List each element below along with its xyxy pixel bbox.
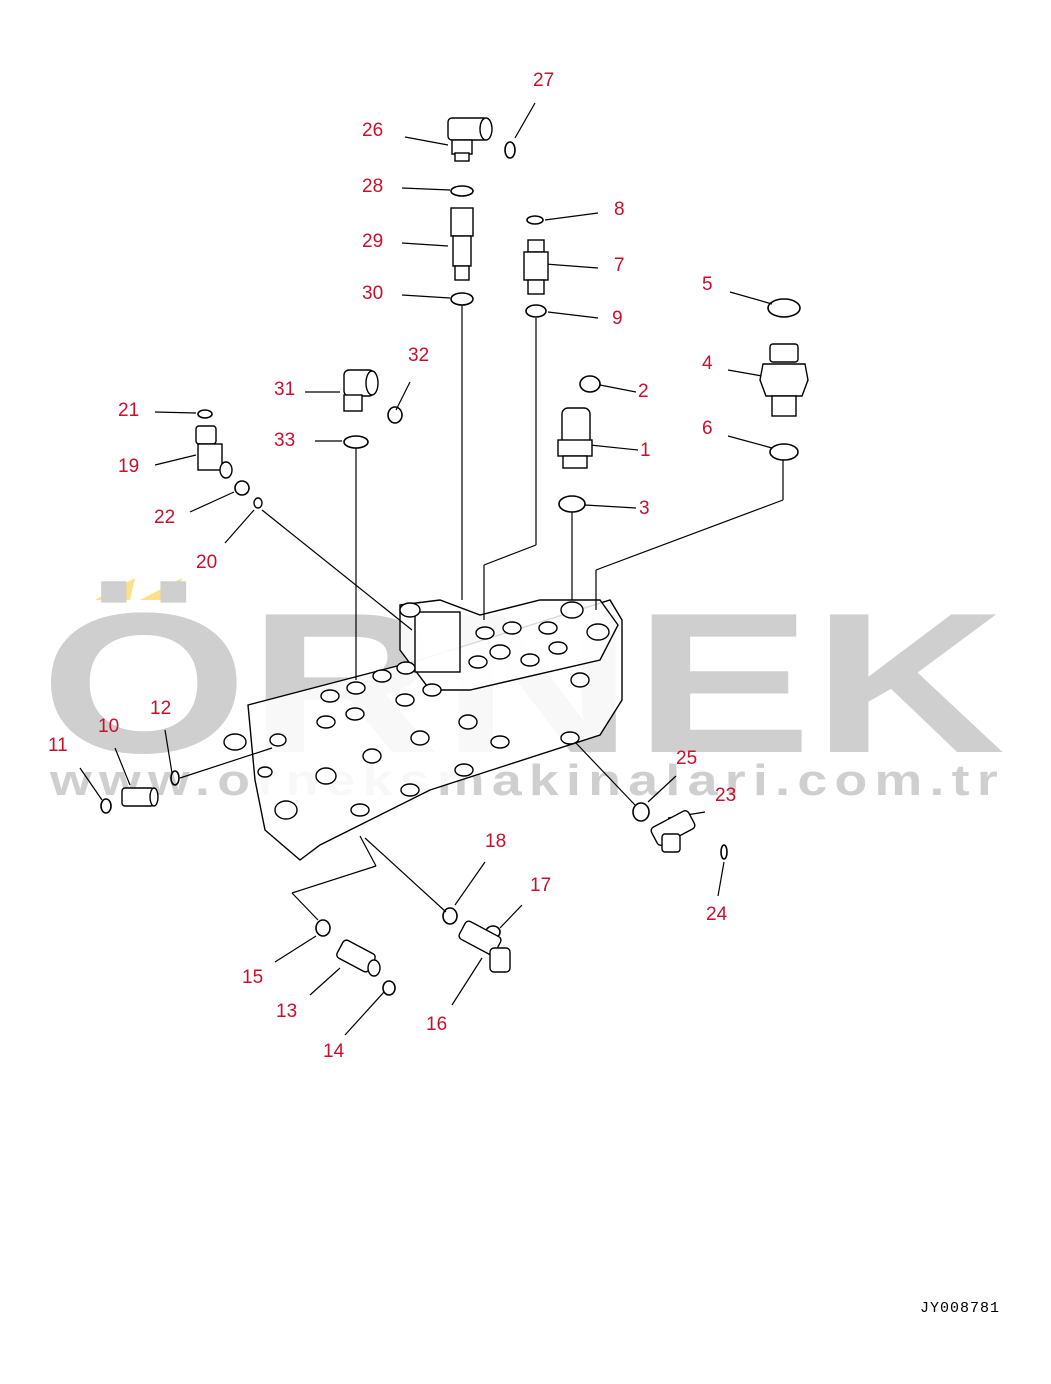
o-ring-30 bbox=[450, 292, 474, 306]
callout-14[interactable]: 14 bbox=[323, 1041, 345, 1062]
callout-33[interactable]: 33 bbox=[274, 430, 295, 451]
callout-12[interactable]: 12 bbox=[150, 698, 171, 719]
o-ring-5 bbox=[767, 298, 801, 318]
fitting-23-elbow bbox=[650, 810, 696, 853]
o-ring-33 bbox=[343, 435, 369, 449]
o-ring-32 bbox=[387, 406, 403, 424]
fitting-19-elbow bbox=[195, 425, 233, 479]
leader-lines bbox=[79, 102, 784, 1036]
callout-13[interactable]: 13 bbox=[276, 1001, 297, 1022]
callout-32[interactable]: 32 bbox=[408, 345, 429, 366]
fitting-16-elbow bbox=[458, 920, 511, 973]
fitting-13-adapter bbox=[336, 939, 381, 977]
fitting-7-connector bbox=[523, 239, 549, 295]
callout-15[interactable]: 15 bbox=[242, 967, 263, 988]
o-ring-28 bbox=[450, 185, 474, 197]
callout-20[interactable]: 20 bbox=[196, 552, 217, 573]
o-ring-22 bbox=[234, 480, 250, 496]
callout-11[interactable]: 11 bbox=[48, 735, 68, 756]
o-ring-2 bbox=[579, 375, 601, 393]
fitting-31-elbow bbox=[343, 369, 379, 412]
o-rings bbox=[100, 141, 801, 996]
callout-27[interactable]: 27 bbox=[533, 70, 554, 91]
watermark-url: www.orneksmakinalari.com.tr bbox=[49, 756, 1005, 805]
callout-10[interactable]: 10 bbox=[98, 716, 119, 737]
o-ring-12 bbox=[170, 770, 180, 786]
fitting-26-elbow bbox=[447, 117, 493, 162]
callout-18[interactable]: 18 bbox=[485, 831, 506, 852]
callout-24[interactable]: 24 bbox=[706, 904, 728, 925]
fitting-29-extension bbox=[450, 207, 474, 281]
o-ring-21 bbox=[197, 409, 213, 419]
callout-23[interactable]: 23 bbox=[715, 785, 736, 806]
fitting-1-elbow bbox=[557, 407, 593, 469]
valve-ports bbox=[223, 601, 610, 820]
fitting-10-adapter bbox=[121, 787, 159, 807]
callout-30[interactable]: 30 bbox=[362, 283, 383, 304]
o-ring-8 bbox=[526, 215, 544, 225]
callout-22[interactable]: 22 bbox=[154, 507, 175, 528]
drawing-code: JY008781 bbox=[920, 1300, 1000, 1317]
callout-29[interactable]: 29 bbox=[362, 231, 383, 252]
callout-17[interactable]: 17 bbox=[530, 875, 551, 896]
watermark-accent-right bbox=[140, 578, 182, 600]
control-valve-body bbox=[223, 599, 623, 861]
callout-3[interactable]: 3 bbox=[639, 498, 650, 519]
fittings bbox=[121, 117, 809, 977]
o-ring-14 bbox=[382, 980, 396, 996]
fitting-20-plug bbox=[253, 497, 263, 509]
callout-28[interactable]: 28 bbox=[362, 176, 383, 197]
watermark-accent-left bbox=[95, 578, 135, 600]
o-ring-3 bbox=[558, 495, 586, 513]
o-ring-18 bbox=[442, 907, 458, 925]
o-ring-6 bbox=[769, 443, 799, 461]
callout-5[interactable]: 5 bbox=[702, 274, 713, 295]
callout-8[interactable]: 8 bbox=[614, 199, 625, 220]
callout-21[interactable]: 21 bbox=[118, 400, 139, 421]
callout-7[interactable]: 7 bbox=[614, 255, 625, 276]
o-ring-24 bbox=[720, 844, 728, 860]
callout-6[interactable]: 6 bbox=[702, 418, 713, 439]
callout-1[interactable]: 1 bbox=[640, 440, 651, 461]
callout-9[interactable]: 9 bbox=[612, 308, 623, 329]
callout-4[interactable]: 4 bbox=[702, 353, 713, 374]
o-ring-11 bbox=[100, 798, 112, 814]
callout-31[interactable]: 31 bbox=[274, 379, 295, 400]
o-ring-25 bbox=[632, 802, 650, 822]
callout-19[interactable]: 19 bbox=[118, 456, 139, 477]
callout-2[interactable]: 2 bbox=[638, 381, 649, 402]
callout-16[interactable]: 16 bbox=[426, 1014, 447, 1035]
o-ring-27 bbox=[504, 141, 516, 159]
o-ring-9 bbox=[525, 304, 547, 318]
callout-labels: 1 2 3 4 5 6 7 8 9 10 11 12 13 14 15 16 1… bbox=[48, 70, 736, 1062]
callout-26[interactable]: 26 bbox=[362, 120, 383, 141]
fitting-4-adapter bbox=[759, 343, 809, 417]
o-ring-15 bbox=[315, 919, 331, 937]
callout-25[interactable]: 25 bbox=[676, 748, 697, 769]
